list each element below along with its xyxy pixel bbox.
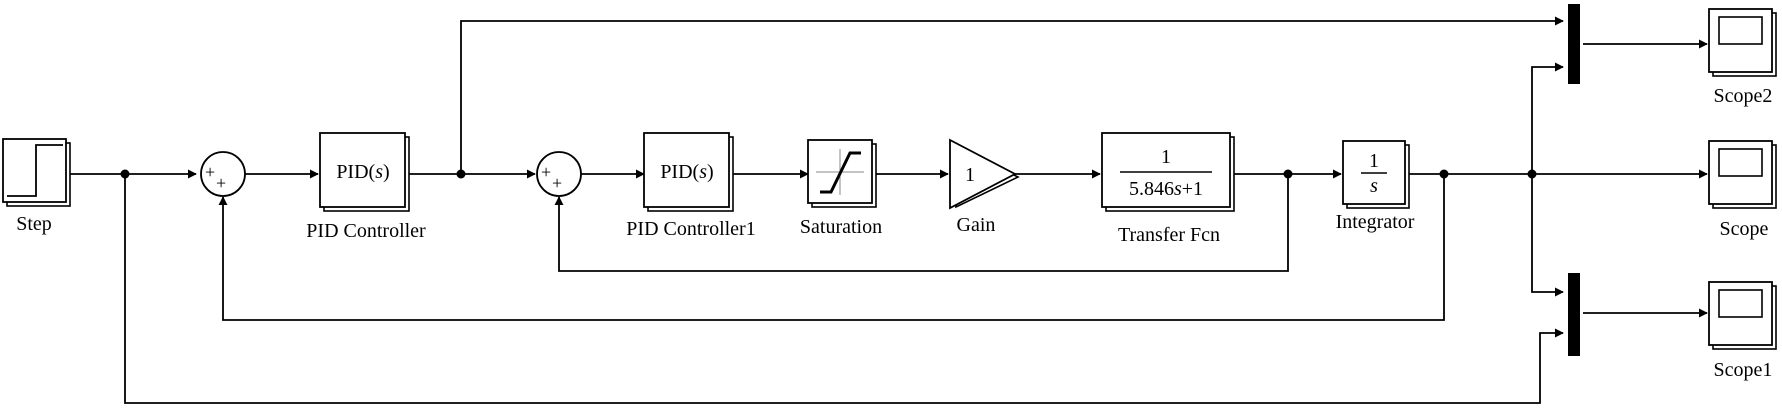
saturation-label: Saturation [800, 216, 882, 238]
transfer-fcn-numerator: 1 [1161, 146, 1171, 168]
pid-controller1-display: PID(s) [660, 161, 713, 183]
pid-controller1-label: PID Controller1 [626, 218, 755, 240]
scope2-screen-icon [1718, 16, 1763, 45]
integrator-block[interactable]: 1 s Integrator [1336, 140, 1415, 233]
scope2-block[interactable]: Scope2 [1708, 8, 1777, 107]
transfer-fcn-denominator: 5.846s+1 [1129, 178, 1203, 200]
gain-value: 1 [965, 164, 975, 186]
sum2-sign-2: + [552, 173, 562, 193]
scope1-label: Scope1 [1714, 359, 1773, 381]
mux2-block[interactable] [1568, 4, 1580, 84]
sum2-sign-1: + [541, 162, 551, 182]
wire-pid-to-mux2[interactable] [460, 16, 1564, 174]
step-label: Step [16, 213, 52, 235]
branch-point [120, 169, 130, 179]
pid-controller-block[interactable]: PID(s) PID Controller [306, 132, 426, 242]
scope1-block[interactable]: Scope1 [1708, 281, 1777, 381]
signal-lines [70, 16, 1708, 404]
wire-y-to-mux1[interactable] [1531, 174, 1564, 297]
scope-label: Scope [1720, 218, 1769, 240]
mux1-block[interactable] [1568, 273, 1580, 356]
sum1-sign-2: + [216, 173, 226, 193]
step-block-face[interactable] [2, 138, 67, 203]
pid-controller-label: PID Controller [306, 220, 426, 242]
integrator-denominator: s [1370, 175, 1378, 197]
scope-screen-icon [1718, 148, 1763, 177]
branch-point [1439, 169, 1449, 179]
integrator-numerator: 1 [1369, 150, 1379, 172]
transfer-fcn-label: Transfer Fcn [1118, 224, 1220, 246]
gain-label: Gain [957, 214, 996, 236]
sum1-sign-1: + [205, 162, 215, 182]
branch-points [120, 169, 1537, 179]
gain-block[interactable]: 1 Gain [949, 138, 1020, 236]
integrator-label: Integrator [1336, 211, 1415, 233]
saturation-icon [820, 151, 861, 194]
scope-block[interactable]: Scope [1708, 140, 1777, 240]
saturation-block[interactable]: Saturation [800, 139, 882, 238]
branch-point [1527, 169, 1537, 179]
pid-controller1-block[interactable]: PID(s) PID Controller1 [626, 132, 756, 240]
wire-step-to-mux1[interactable] [124, 174, 1564, 404]
step-icon [7, 144, 63, 197]
branch-point [456, 169, 466, 179]
sum2-block[interactable]: + + [536, 151, 582, 197]
wire-inner-feedback[interactable] [554, 174, 1289, 272]
wire-y-to-mux2[interactable] [1531, 62, 1564, 174]
transfer-fcn-block[interactable]: 1 5.846s+1 Transfer Fcn [1101, 132, 1235, 246]
pid-controller-display: PID(s) [336, 161, 389, 183]
wire-outer-feedback[interactable] [218, 174, 1445, 321]
scope2-label: Scope2 [1714, 85, 1773, 107]
branch-point [1283, 169, 1293, 179]
sum1-block[interactable]: + + [200, 151, 246, 197]
scope1-screen-icon [1718, 289, 1763, 318]
step-block[interactable]: Step [2, 138, 71, 235]
